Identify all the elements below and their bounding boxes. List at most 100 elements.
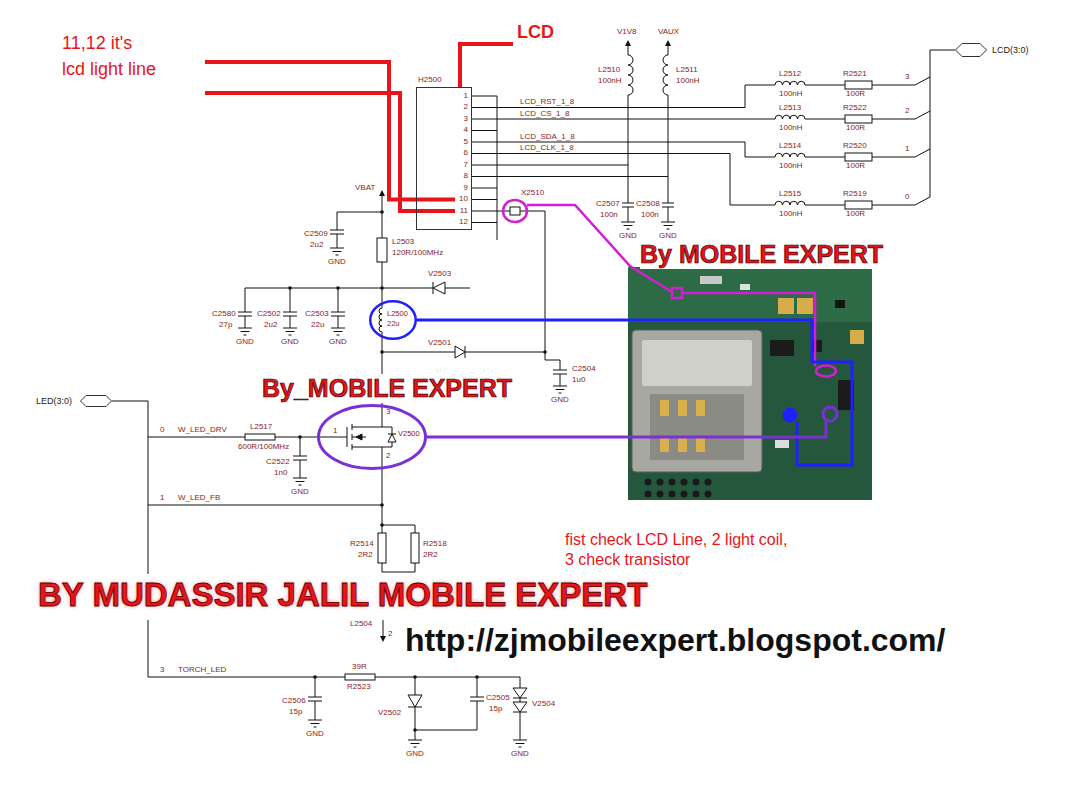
node-shape <box>955 43 987 57</box>
component-label: R2520 <box>843 142 867 151</box>
component-label: R2519 <box>843 190 867 199</box>
component-label: C2504 <box>572 365 596 374</box>
wire <box>545 360 567 386</box>
component-label: GND <box>329 338 347 347</box>
component-label: GND <box>236 338 254 347</box>
component-label: 1u0 <box>572 376 585 385</box>
component-label: L2517 <box>250 423 272 432</box>
connector-box: H2500123456789101112 <box>416 87 472 230</box>
component-label: 100nH <box>676 77 700 86</box>
magenta-callout <box>503 200 836 377</box>
node-text: 12 <box>459 218 468 227</box>
ground-symbol <box>238 222 675 747</box>
node-text: 3 <box>464 115 468 124</box>
pcb-photo <box>660 400 669 416</box>
pcb-photo <box>778 298 794 314</box>
junction-dot <box>413 675 417 679</box>
junction-dot <box>288 286 292 290</box>
component-label: R2522 <box>843 104 867 113</box>
purple-callout <box>823 407 837 421</box>
watermark-text: By_MOBILE EXPERT <box>262 374 512 403</box>
component-label: V2501 <box>428 339 451 348</box>
component-label: V1V8 <box>617 28 637 37</box>
component-label: 0 <box>905 193 909 202</box>
bus-port: LCD(3:0) <box>955 43 987 57</box>
component-label: 1n0 <box>274 469 287 478</box>
wire <box>331 288 345 328</box>
highlight-circle: L250022u <box>369 300 417 340</box>
component-label: 120R/100MHz <box>392 249 443 258</box>
pcb-photo <box>700 276 722 284</box>
node-text: V2500 <box>398 430 420 438</box>
junction-dot <box>313 675 317 679</box>
component-label: LCD_SDA_1_8 <box>520 133 575 142</box>
wire <box>513 677 527 740</box>
component-label: W_LED_DRV <box>178 426 227 435</box>
supply-arrow <box>665 40 671 46</box>
wire <box>112 46 955 740</box>
component-label: L2510 <box>598 66 620 75</box>
node-outline <box>956 44 987 57</box>
node-text: 22u <box>387 320 400 328</box>
bus-port: LED(3:0) <box>80 395 112 407</box>
node-shape <box>80 395 112 407</box>
component-label: GND <box>281 338 299 347</box>
pcb-photo <box>657 479 664 486</box>
wire <box>238 288 252 328</box>
node-text: 2 <box>464 103 468 112</box>
node-text: 11 <box>460 207 468 216</box>
junction-dot <box>380 286 384 290</box>
wire <box>148 505 382 506</box>
pcb-photo <box>678 400 687 416</box>
pcb-photo <box>642 340 752 386</box>
lcd-light-marker <box>460 44 513 87</box>
node-text: 9 <box>464 184 468 193</box>
component-label: GND <box>551 396 569 405</box>
component-label: 2 <box>388 630 392 639</box>
pcb-photo <box>693 491 700 498</box>
wire <box>383 620 384 636</box>
magenta-callout <box>503 200 527 222</box>
inductor-symbol <box>379 308 382 332</box>
component-label: C2522 <box>266 458 290 467</box>
resistor-symbol <box>845 201 872 209</box>
component-label: 100n <box>641 211 659 220</box>
lcd-light-marker <box>205 93 455 211</box>
node-outline <box>417 88 472 230</box>
purple-callout <box>427 421 826 437</box>
highlight-circle: V2500132 <box>317 404 427 470</box>
node-text: 2 <box>386 452 390 461</box>
blue-callout <box>784 409 796 421</box>
component-label: 2u2 <box>264 321 277 330</box>
resistor-symbol <box>845 115 872 123</box>
component-label: L2513 <box>779 104 801 113</box>
ground-symbol <box>238 222 675 747</box>
node-heading: LCD(3:0) <box>992 46 1029 56</box>
component-label: 2R2 <box>423 551 438 560</box>
component-label: TORCH_LED <box>178 666 226 675</box>
component-label: 27p <box>219 321 232 330</box>
resistor-symbol <box>845 153 872 161</box>
junction-dot <box>380 210 384 214</box>
diode-symbol <box>356 434 362 440</box>
component-label: 0 <box>160 426 164 435</box>
supply-arrow <box>380 636 386 642</box>
pcb-photo <box>632 330 762 472</box>
wire <box>472 165 668 177</box>
node-heading: LED(3:0) <box>36 397 72 407</box>
component-label: C2507 <box>596 200 620 209</box>
diode-symbol <box>408 695 422 707</box>
component-label: V2504 <box>532 700 555 709</box>
component-label: 15p <box>489 705 502 714</box>
component-label: R2521 <box>843 70 867 79</box>
inductor-symbol <box>775 153 805 157</box>
magenta-callout <box>672 288 682 298</box>
junction-dot <box>336 286 340 290</box>
component-label: 100nH <box>598 77 622 86</box>
component-label: 100nH <box>779 90 803 99</box>
component-label: L2512 <box>779 70 801 79</box>
wire <box>382 525 415 572</box>
inductor-symbol <box>775 115 805 119</box>
component-label: 100nH <box>779 162 803 171</box>
